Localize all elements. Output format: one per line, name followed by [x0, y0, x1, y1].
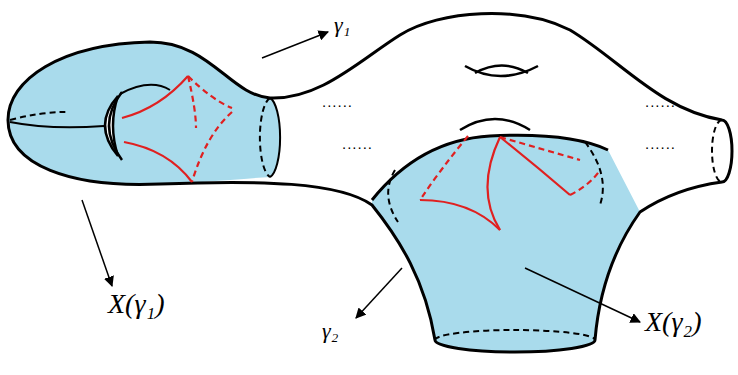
handle-hole	[105, 96, 118, 156]
handle-hole	[475, 66, 528, 74]
region-label: X(γ₂)	[645, 308, 702, 336]
ellipsis: ......	[342, 136, 373, 151]
ellipsis: ......	[322, 94, 353, 109]
meridian	[10, 122, 104, 127]
surface-outline	[8, 14, 732, 352]
meridian	[10, 112, 66, 120]
curve-label: γ₁	[334, 14, 350, 36]
region-label: X(γ₁)	[108, 290, 165, 318]
handle-hole	[109, 92, 122, 160]
red-curves	[122, 76, 232, 182]
handle-hole	[460, 119, 530, 130]
meridian	[120, 85, 170, 94]
neck-circle	[270, 98, 280, 177]
region-x-gamma2	[372, 135, 640, 352]
leader-arrow	[82, 32, 640, 322]
neck-circle	[260, 98, 270, 177]
red-curves	[420, 136, 600, 230]
end-circle	[712, 120, 722, 182]
ellipsis: ......	[645, 136, 676, 151]
curve-label: γ₂	[322, 320, 338, 342]
ellipsis: ......	[645, 94, 676, 109]
leg-circle	[388, 170, 398, 222]
handle-hole	[465, 66, 538, 76]
leg-circle	[585, 142, 603, 205]
leg-circle	[435, 330, 595, 340]
